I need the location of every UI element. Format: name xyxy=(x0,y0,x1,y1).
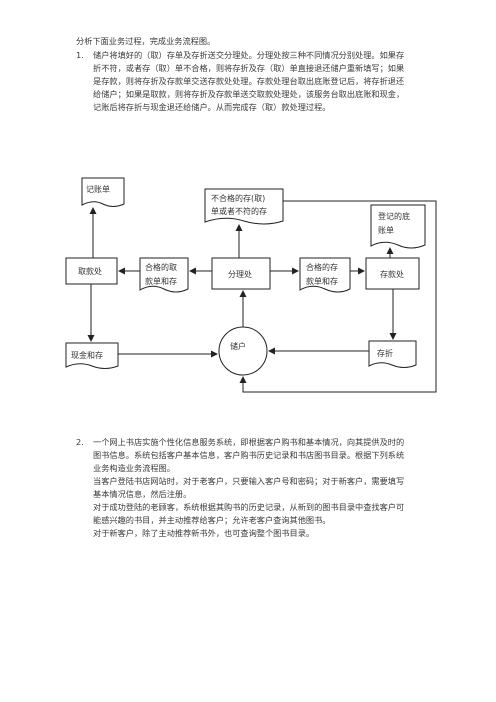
q2-line-7: 能感兴趣的书目，并主动推荐给客户；允许老客户查询其他图书。 xyxy=(93,515,331,525)
intro-text: 分析下面业务过程，完成业务流程图。 xyxy=(76,36,216,46)
label-buhege-2: 单或者不符的存 xyxy=(211,206,267,216)
cunzhe-doc xyxy=(368,340,417,368)
fenlichu-box xyxy=(211,257,271,290)
q2-number: 2. xyxy=(76,437,84,447)
label-dengji-1: 登记的底 xyxy=(378,211,410,221)
q1-number: 1. xyxy=(76,50,84,60)
label-hege-cun-2: 款单和存 xyxy=(306,276,338,286)
label-buhege-1: 不合格的存(取) xyxy=(211,193,265,203)
q2-line-8: 对于新客户，除了主动推荐新书外，也可查询整个图书目录。 xyxy=(93,528,315,538)
hege-qu-doc xyxy=(139,257,189,293)
q1-line-2: 折不符，或者存（取）单不合格，则将存折及存（取）单直接退还储户重新填写；如果 xyxy=(93,63,405,73)
buhege-doc xyxy=(204,188,284,225)
label-hege-qu-2: 款单和存 xyxy=(145,276,177,286)
q2-line-6: 对于成功登陆的老顾客，系统根据其购书的历史记录，从新到的图书目录中查找客户可 xyxy=(93,502,405,512)
label-chuhu: 储户 xyxy=(230,341,246,351)
xianjin-doc xyxy=(65,342,119,369)
jizhangdan-doc xyxy=(81,177,125,207)
q2-line-5: 基本情况信息，然后注册。 xyxy=(93,489,192,499)
label-dengji-2: 账单 xyxy=(378,225,394,235)
q2-line-1: 一个网上书店实施个性化信息服务系统，即根据客户购书和基本情况，向其提供及时的 xyxy=(93,437,405,447)
label-fenlichu: 分理处 xyxy=(228,269,252,279)
label-cunzhe: 存折 xyxy=(377,348,393,358)
q2-line-4: 当客户登陆书店网站时，对于老客户，只要输入客户号和密码；对于新客户，需要填写 xyxy=(93,476,405,486)
q1-line-4: 给储户；如果是取款，则将存折及存款单送交取款处理处，该服务台取出底账和现金， xyxy=(93,89,405,99)
qukuanchu-box xyxy=(65,257,118,285)
hege-cun-doc xyxy=(299,257,351,293)
cunkuanchu-box xyxy=(365,257,420,290)
q2-line-3: 业务构造业务流程图。 xyxy=(93,463,175,473)
label-jizhangdan: 记账单 xyxy=(86,184,110,194)
label-xianjin: 现金和存 xyxy=(71,350,103,360)
label-cunkuanchu: 存款处 xyxy=(380,269,404,279)
q2-line-2: 图书信息。系统包括客户基本信息，客户购书历史记录和书店图书目录。根据下列系统 xyxy=(93,450,405,460)
dengji-doc xyxy=(370,204,426,249)
q1-line-5: 记账后将存折与现金退还给储户。从而完成存（取）款处理过程。 xyxy=(93,102,331,112)
q1-line-3: 是存款，则将存折及存款单交送存款处处理。存款处理台取出底账登记后，将存折退还 xyxy=(93,76,405,86)
label-hege-qu-1: 合格的取 xyxy=(145,262,177,272)
label-hege-cun-1: 合格的存 xyxy=(306,262,338,272)
q1-line-1: 储户将填好的（取）存单及存折送交分理处。分理处按三种不同情况分别处理。如果存 xyxy=(93,50,405,60)
label-qukuanchu: 取款处 xyxy=(78,266,102,276)
chuhu-circle xyxy=(218,326,268,376)
